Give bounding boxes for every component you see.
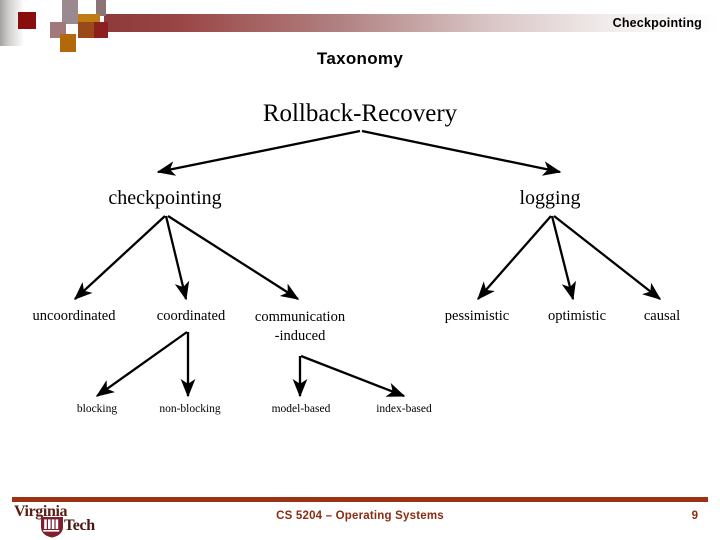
tree-node-uncoordinated: uncoordinated — [32, 308, 116, 324]
edge-group-coordinated — [95, 331, 196, 398]
virginia-tech-logo: Virginia Tech — [14, 503, 122, 539]
header-square-crimson — [94, 22, 108, 38]
tree-node-logging: logging — [519, 187, 581, 209]
tree-node-communication-induced: communication -induced — [238, 308, 362, 346]
page-title: Taxonomy — [316, 49, 404, 68]
header-square-dark-red — [18, 12, 36, 29]
vt-shield-icon — [41, 517, 63, 538]
edge-group-checkpointing — [73, 215, 300, 301]
tree-node-non-blocking: non-blocking — [159, 403, 221, 415]
footer-course-label: CS 5204 – Operating Systems — [276, 510, 444, 522]
logo-word-virginia: Virginia — [14, 503, 68, 520]
header-gradient-bar — [104, 14, 720, 32]
edge-group-communication-induced — [292, 354, 406, 398]
logo-word-tech: Tech — [64, 517, 95, 534]
tree-node-root: Rollback-Recovery — [262, 100, 458, 127]
edge-group-logging — [477, 215, 662, 301]
footer-page-number: 9 — [691, 510, 698, 522]
header-square-grey-plum — [62, 0, 78, 24]
tree-node-model-based: model-based — [271, 403, 331, 415]
tree-node-index-based: index-based — [376, 403, 432, 415]
header-square-dusty — [96, 0, 106, 16]
tree-node-optimistic: optimistic — [548, 308, 606, 324]
tree-node-causal: causal — [643, 308, 681, 324]
tree-node-pessimistic: pessimistic — [444, 308, 510, 324]
header-square-rust — [78, 22, 94, 38]
tree-node-coordinated: coordinated — [156, 308, 226, 324]
tree-node-communication-induced-line2: -induced — [274, 328, 326, 345]
tree-node-communication-induced-line1: communication — [254, 309, 346, 325]
edge-group-root — [156, 129, 562, 176]
tree-node-blocking: blocking — [76, 403, 118, 415]
tree-node-checkpointing: checkpointing — [108, 187, 222, 209]
header-section-title: Checkpointing — [612, 16, 702, 30]
footer-divider — [12, 497, 708, 502]
header-square-orange — [60, 34, 76, 52]
